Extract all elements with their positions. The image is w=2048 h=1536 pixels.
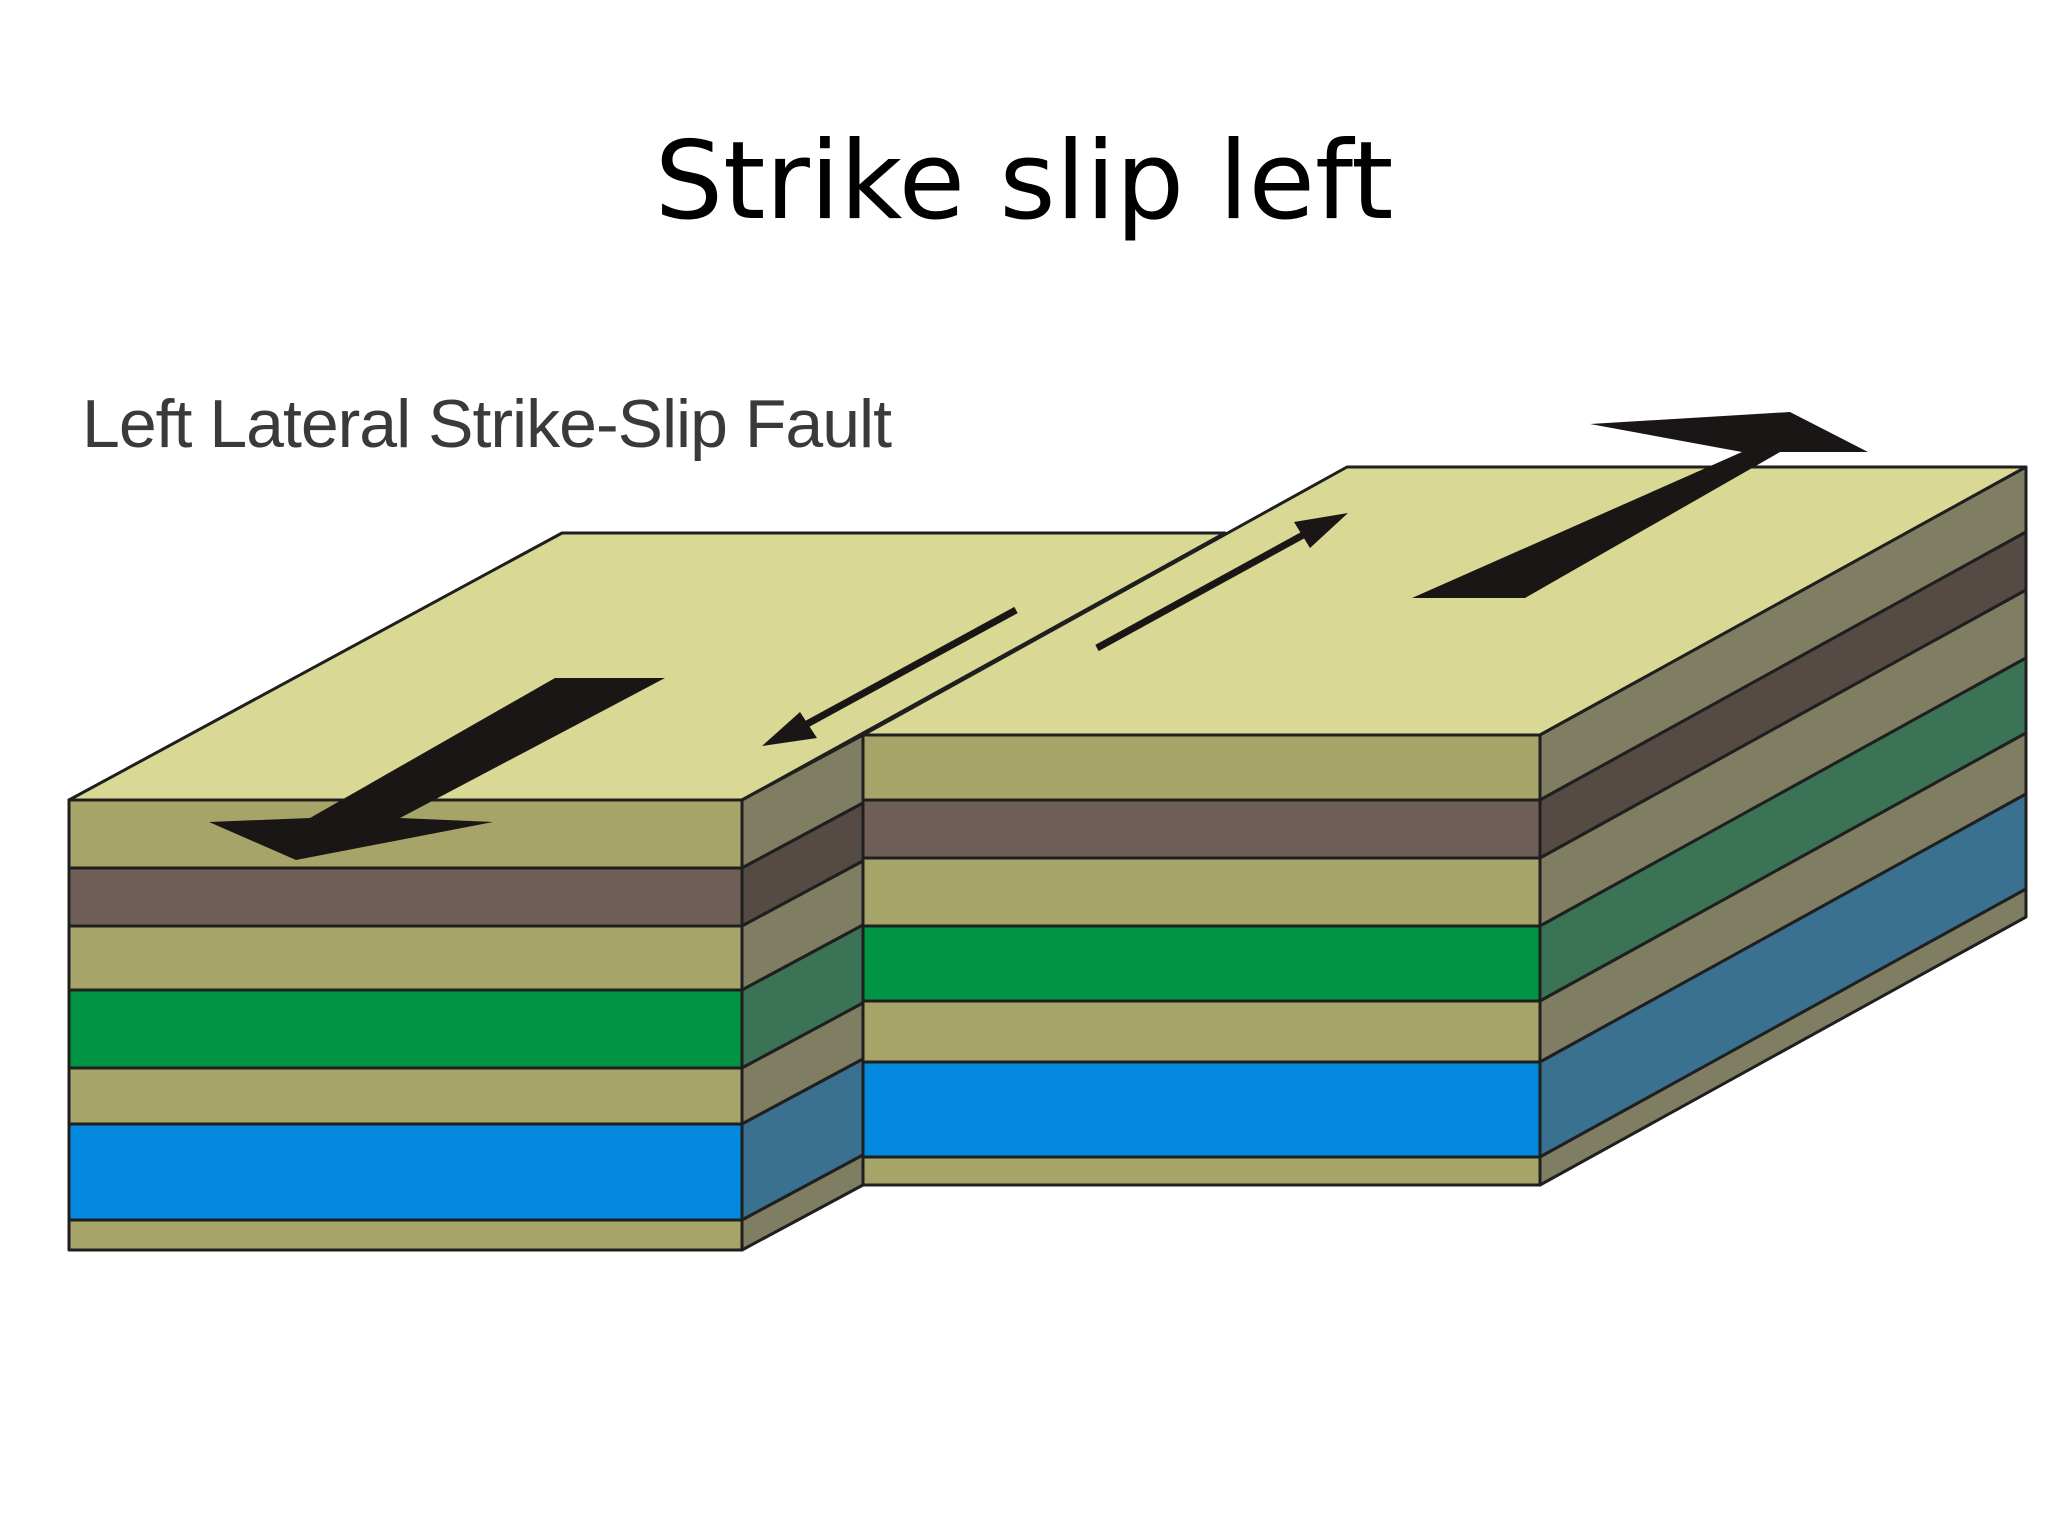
right-block-layer-brown [861, 798, 1542, 860]
right-block-layer-tan [861, 1155, 1542, 1187]
left-block-layer-blue [67, 1122, 744, 1222]
right-block-layer-tan [861, 733, 1542, 802]
right-block-layer-tan [861, 856, 1542, 928]
fault-arrow-right-shaft [1095, 519, 1327, 652]
left-block-layer-tan [67, 924, 744, 992]
fault-drawing [67, 412, 2028, 1252]
right-block-layer-green [861, 924, 1542, 1003]
right-block-layer-blue [861, 1060, 1542, 1159]
right-block-motion-arrow [1412, 412, 1868, 598]
fault-arrow-left-shaft [783, 606, 1018, 740]
left-block-layer-green [67, 988, 744, 1070]
left-block-layer-tan [67, 1066, 744, 1126]
left-block-motion-arrow [209, 678, 665, 860]
fault-arrow-right-head [1294, 513, 1348, 548]
fault-arrow-left-head [762, 712, 817, 746]
slide-title: Strike slip left [654, 119, 1394, 244]
right-block-layer-tan [861, 999, 1542, 1064]
left-block-layer-tan [67, 1218, 744, 1252]
diagram-caption: Left Lateral Strike-Slip Fault [82, 386, 892, 462]
left-block-layer-brown [67, 866, 744, 928]
